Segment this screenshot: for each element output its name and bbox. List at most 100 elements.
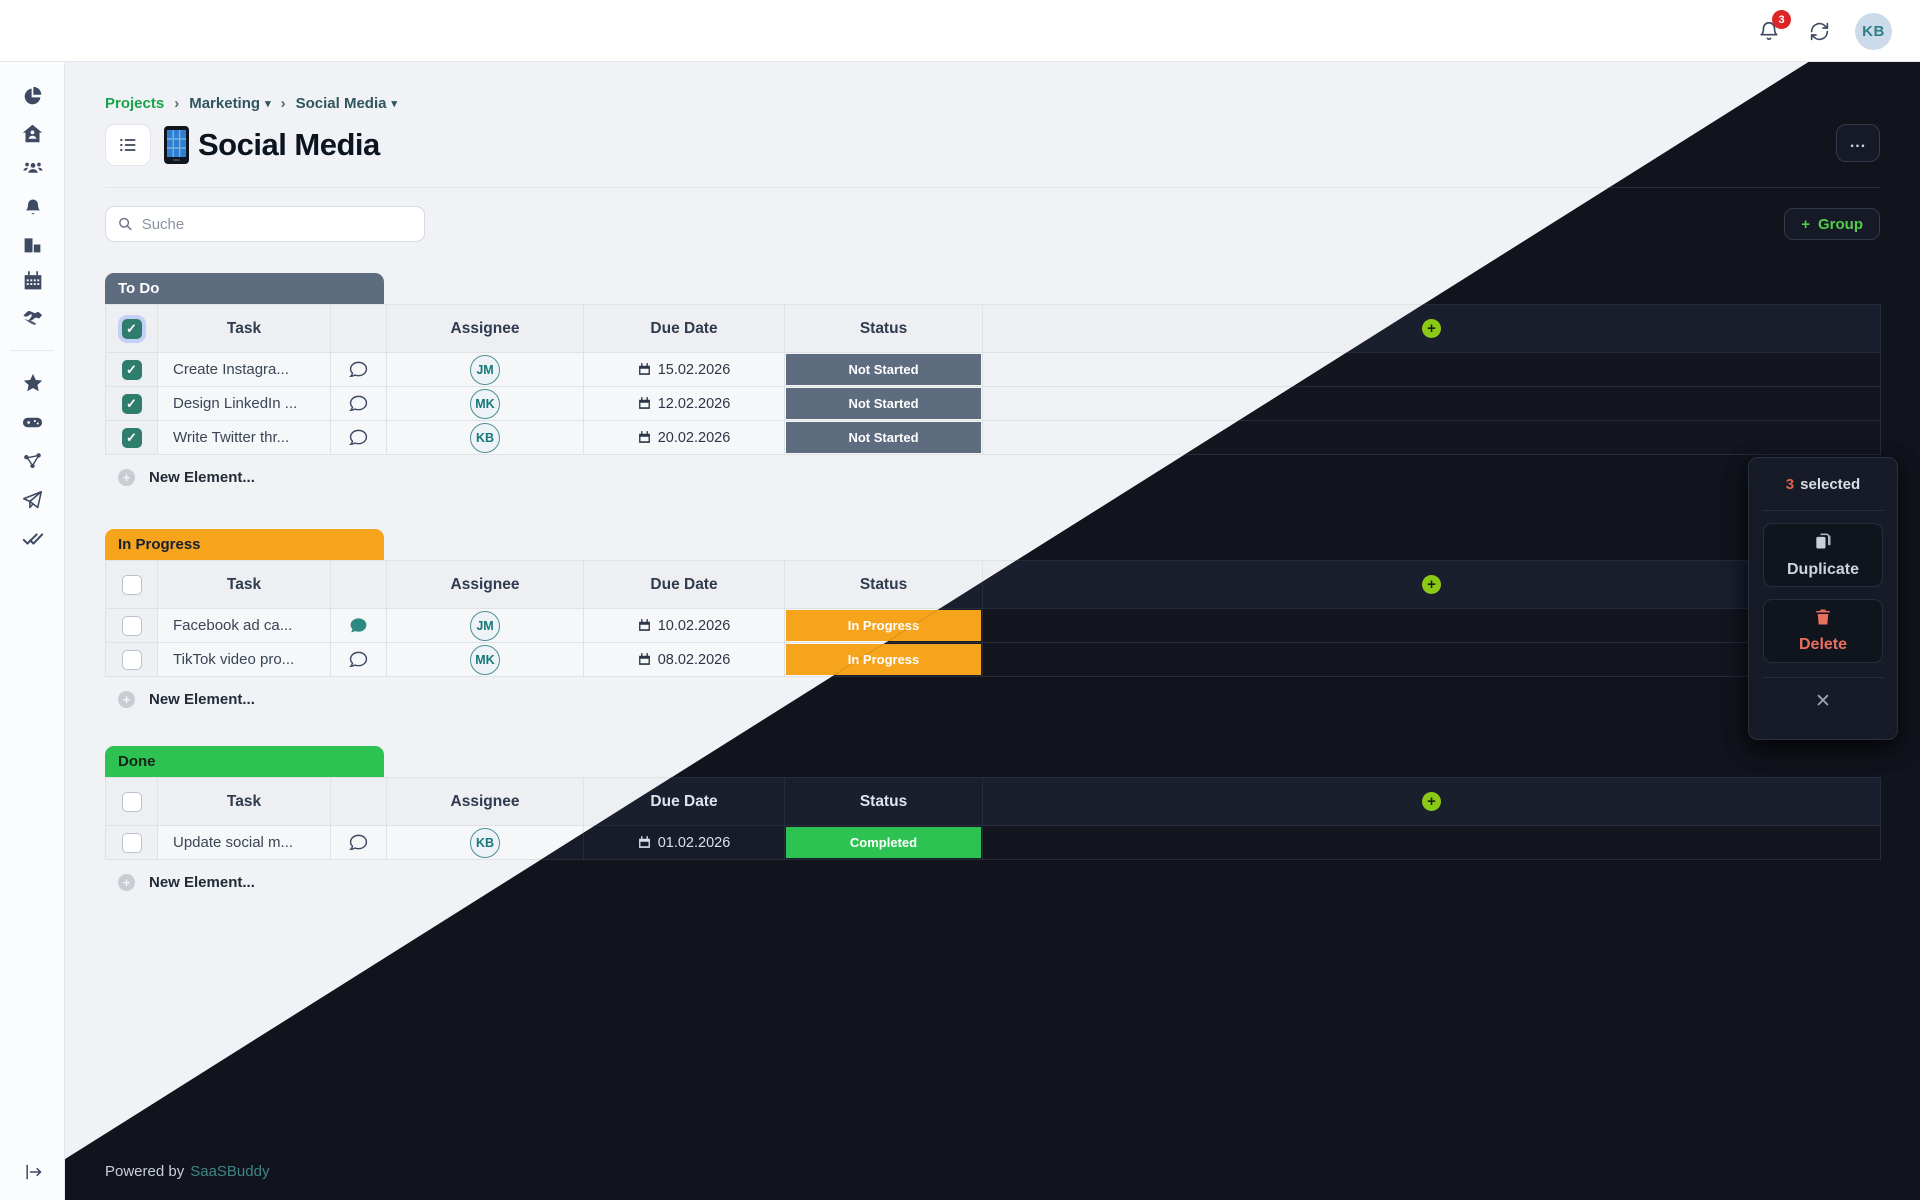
pie-chart-icon: [24, 86, 42, 104]
comment-icon[interactable]: [349, 833, 368, 852]
status-badge[interactable]: Completed: [786, 827, 981, 858]
new-element-row[interactable]: + New Element...: [105, 455, 1881, 499]
breadcrumb-social-media-label: Social Media: [295, 95, 387, 112]
task-title[interactable]: Write Twitter thr...: [158, 421, 331, 454]
calendar-small-icon: [638, 836, 650, 848]
due-date-cell[interactable]: 01.02.2026: [584, 826, 785, 859]
breadcrumb-social-media[interactable]: Social Media▾: [296, 95, 397, 112]
row-checkbox[interactable]: [121, 615, 142, 636]
selection-panel: 3 selected Duplicate Delete ✕: [1748, 457, 1898, 740]
row-checkbox[interactable]: [121, 427, 142, 448]
sidebar-item-notifications[interactable]: [0, 189, 65, 225]
status-badge[interactable]: Not Started: [786, 354, 981, 385]
add-task-button[interactable]: +: [1422, 319, 1441, 338]
sidebar-item-integrations[interactable]: [0, 443, 65, 479]
status-badge[interactable]: Not Started: [786, 422, 981, 453]
assignee-avatar[interactable]: KB: [470, 827, 500, 858]
due-date-cell[interactable]: 10.02.2026: [584, 609, 785, 642]
breadcrumb-projects[interactable]: Projects: [105, 95, 165, 112]
sidebar-item-partners[interactable]: [0, 300, 65, 336]
select-all-checkbox[interactable]: [121, 318, 142, 339]
sidebar-item-tasks[interactable]: [0, 521, 65, 557]
row-checkbox[interactable]: [121, 649, 142, 670]
add-task-button[interactable]: +: [1422, 575, 1441, 594]
copy-icon: [1816, 533, 1831, 549]
status-badge[interactable]: Not Started: [786, 388, 981, 419]
collapse-sidebar-button[interactable]: [0, 1162, 65, 1182]
comment-icon[interactable]: [349, 428, 368, 447]
column-header-task: Task: [158, 305, 331, 352]
plus-circle-icon: +: [118, 873, 135, 891]
assignee-avatar[interactable]: JM: [470, 610, 500, 641]
calendar-small-icon: [638, 619, 650, 631]
share-nodes-icon: [24, 452, 41, 468]
more-options-button[interactable]: ...: [1836, 124, 1880, 162]
delete-button[interactable]: Delete: [1763, 599, 1883, 663]
search-input[interactable]: [141, 215, 412, 233]
task-title[interactable]: TikTok video pro...: [158, 643, 331, 676]
select-all-checkbox[interactable]: [121, 574, 142, 595]
comment-icon[interactable]: [349, 360, 368, 379]
paper-plane-icon: [22, 490, 43, 508]
refresh-button[interactable]: [1805, 17, 1833, 45]
column-header-assignee: Assignee: [387, 305, 584, 352]
breadcrumb-marketing[interactable]: Marketing▾: [189, 95, 270, 112]
title-left: Social Media: [105, 124, 380, 166]
row-checkbox[interactable]: [121, 832, 142, 853]
notifications-button[interactable]: 3: [1755, 10, 1791, 45]
caret-down-icon: ▾: [265, 98, 271, 110]
task-title[interactable]: Update social m...: [158, 826, 331, 859]
comment-icon[interactable]: [349, 650, 368, 669]
plus-circle-icon: +: [118, 690, 135, 708]
duplicate-button[interactable]: Duplicate: [1763, 523, 1883, 587]
add-group-button[interactable]: + Group: [1784, 208, 1880, 240]
close-icon[interactable]: ✕: [1815, 691, 1831, 712]
row-checkbox[interactable]: [121, 393, 142, 414]
task-title[interactable]: Create Instagra...: [158, 353, 331, 386]
plus-icon: +: [1801, 215, 1810, 233]
assignee-avatar[interactable]: KB: [470, 422, 500, 453]
powered-by-text: Powered by: [105, 1162, 185, 1180]
sidebar-item-calendar[interactable]: [0, 263, 65, 299]
double-check-icon: [22, 533, 43, 545]
sidebar-item-home[interactable]: [0, 115, 65, 151]
topbar-actions: 3 KB: [1755, 0, 1892, 62]
assignee-avatar[interactable]: MK: [470, 644, 500, 675]
add-task-button[interactable]: +: [1422, 792, 1441, 811]
user-avatar[interactable]: KB: [1855, 12, 1892, 50]
comment-icon[interactable]: [349, 394, 368, 413]
task-title[interactable]: Facebook ad ca...: [158, 609, 331, 642]
group-tab-done[interactable]: Done: [105, 746, 384, 777]
view-list-button[interactable]: [105, 124, 151, 166]
sidebar-item-games[interactable]: [0, 404, 65, 440]
sidebar-item-send[interactable]: [0, 482, 65, 518]
sidebar-item-company[interactable]: [0, 226, 65, 262]
row-checkbox[interactable]: [121, 359, 142, 380]
delete-label: Delete: [1798, 636, 1848, 653]
brand-link[interactable]: SaaSBuddy: [190, 1162, 270, 1180]
assignee-avatar[interactable]: MK: [470, 388, 500, 419]
comment-filled-icon[interactable]: [349, 616, 368, 635]
due-date-cell[interactable]: 20.02.2026: [584, 421, 785, 454]
sidebar-item-dashboard[interactable]: [0, 78, 65, 114]
calendar-icon: [24, 271, 41, 290]
new-element-row[interactable]: + New Element...: [105, 677, 1881, 721]
group-tab-in-progress[interactable]: In Progress: [105, 529, 384, 560]
gamepad-icon: [22, 417, 43, 427]
search-icon: [119, 217, 132, 231]
new-element-row[interactable]: + New Element...: [105, 860, 1881, 904]
due-date-cell[interactable]: 12.02.2026: [584, 387, 785, 420]
group-tab-todo[interactable]: To Do: [105, 273, 384, 304]
due-date-text: 08.02.2026: [657, 651, 731, 668]
due-date-cell[interactable]: 15.02.2026: [584, 353, 785, 386]
calendar-small-icon: [638, 431, 650, 443]
sidebar-top-group: [0, 62, 64, 336]
assignee-avatar[interactable]: JM: [470, 354, 500, 385]
sidebar-item-favorites[interactable]: [0, 365, 65, 401]
due-date-cell[interactable]: 08.02.2026: [584, 643, 785, 676]
search-box[interactable]: [105, 206, 425, 242]
sidebar-item-team[interactable]: [0, 152, 65, 188]
task-title[interactable]: Design LinkedIn ...: [158, 387, 331, 420]
select-all-checkbox[interactable]: [121, 791, 142, 812]
